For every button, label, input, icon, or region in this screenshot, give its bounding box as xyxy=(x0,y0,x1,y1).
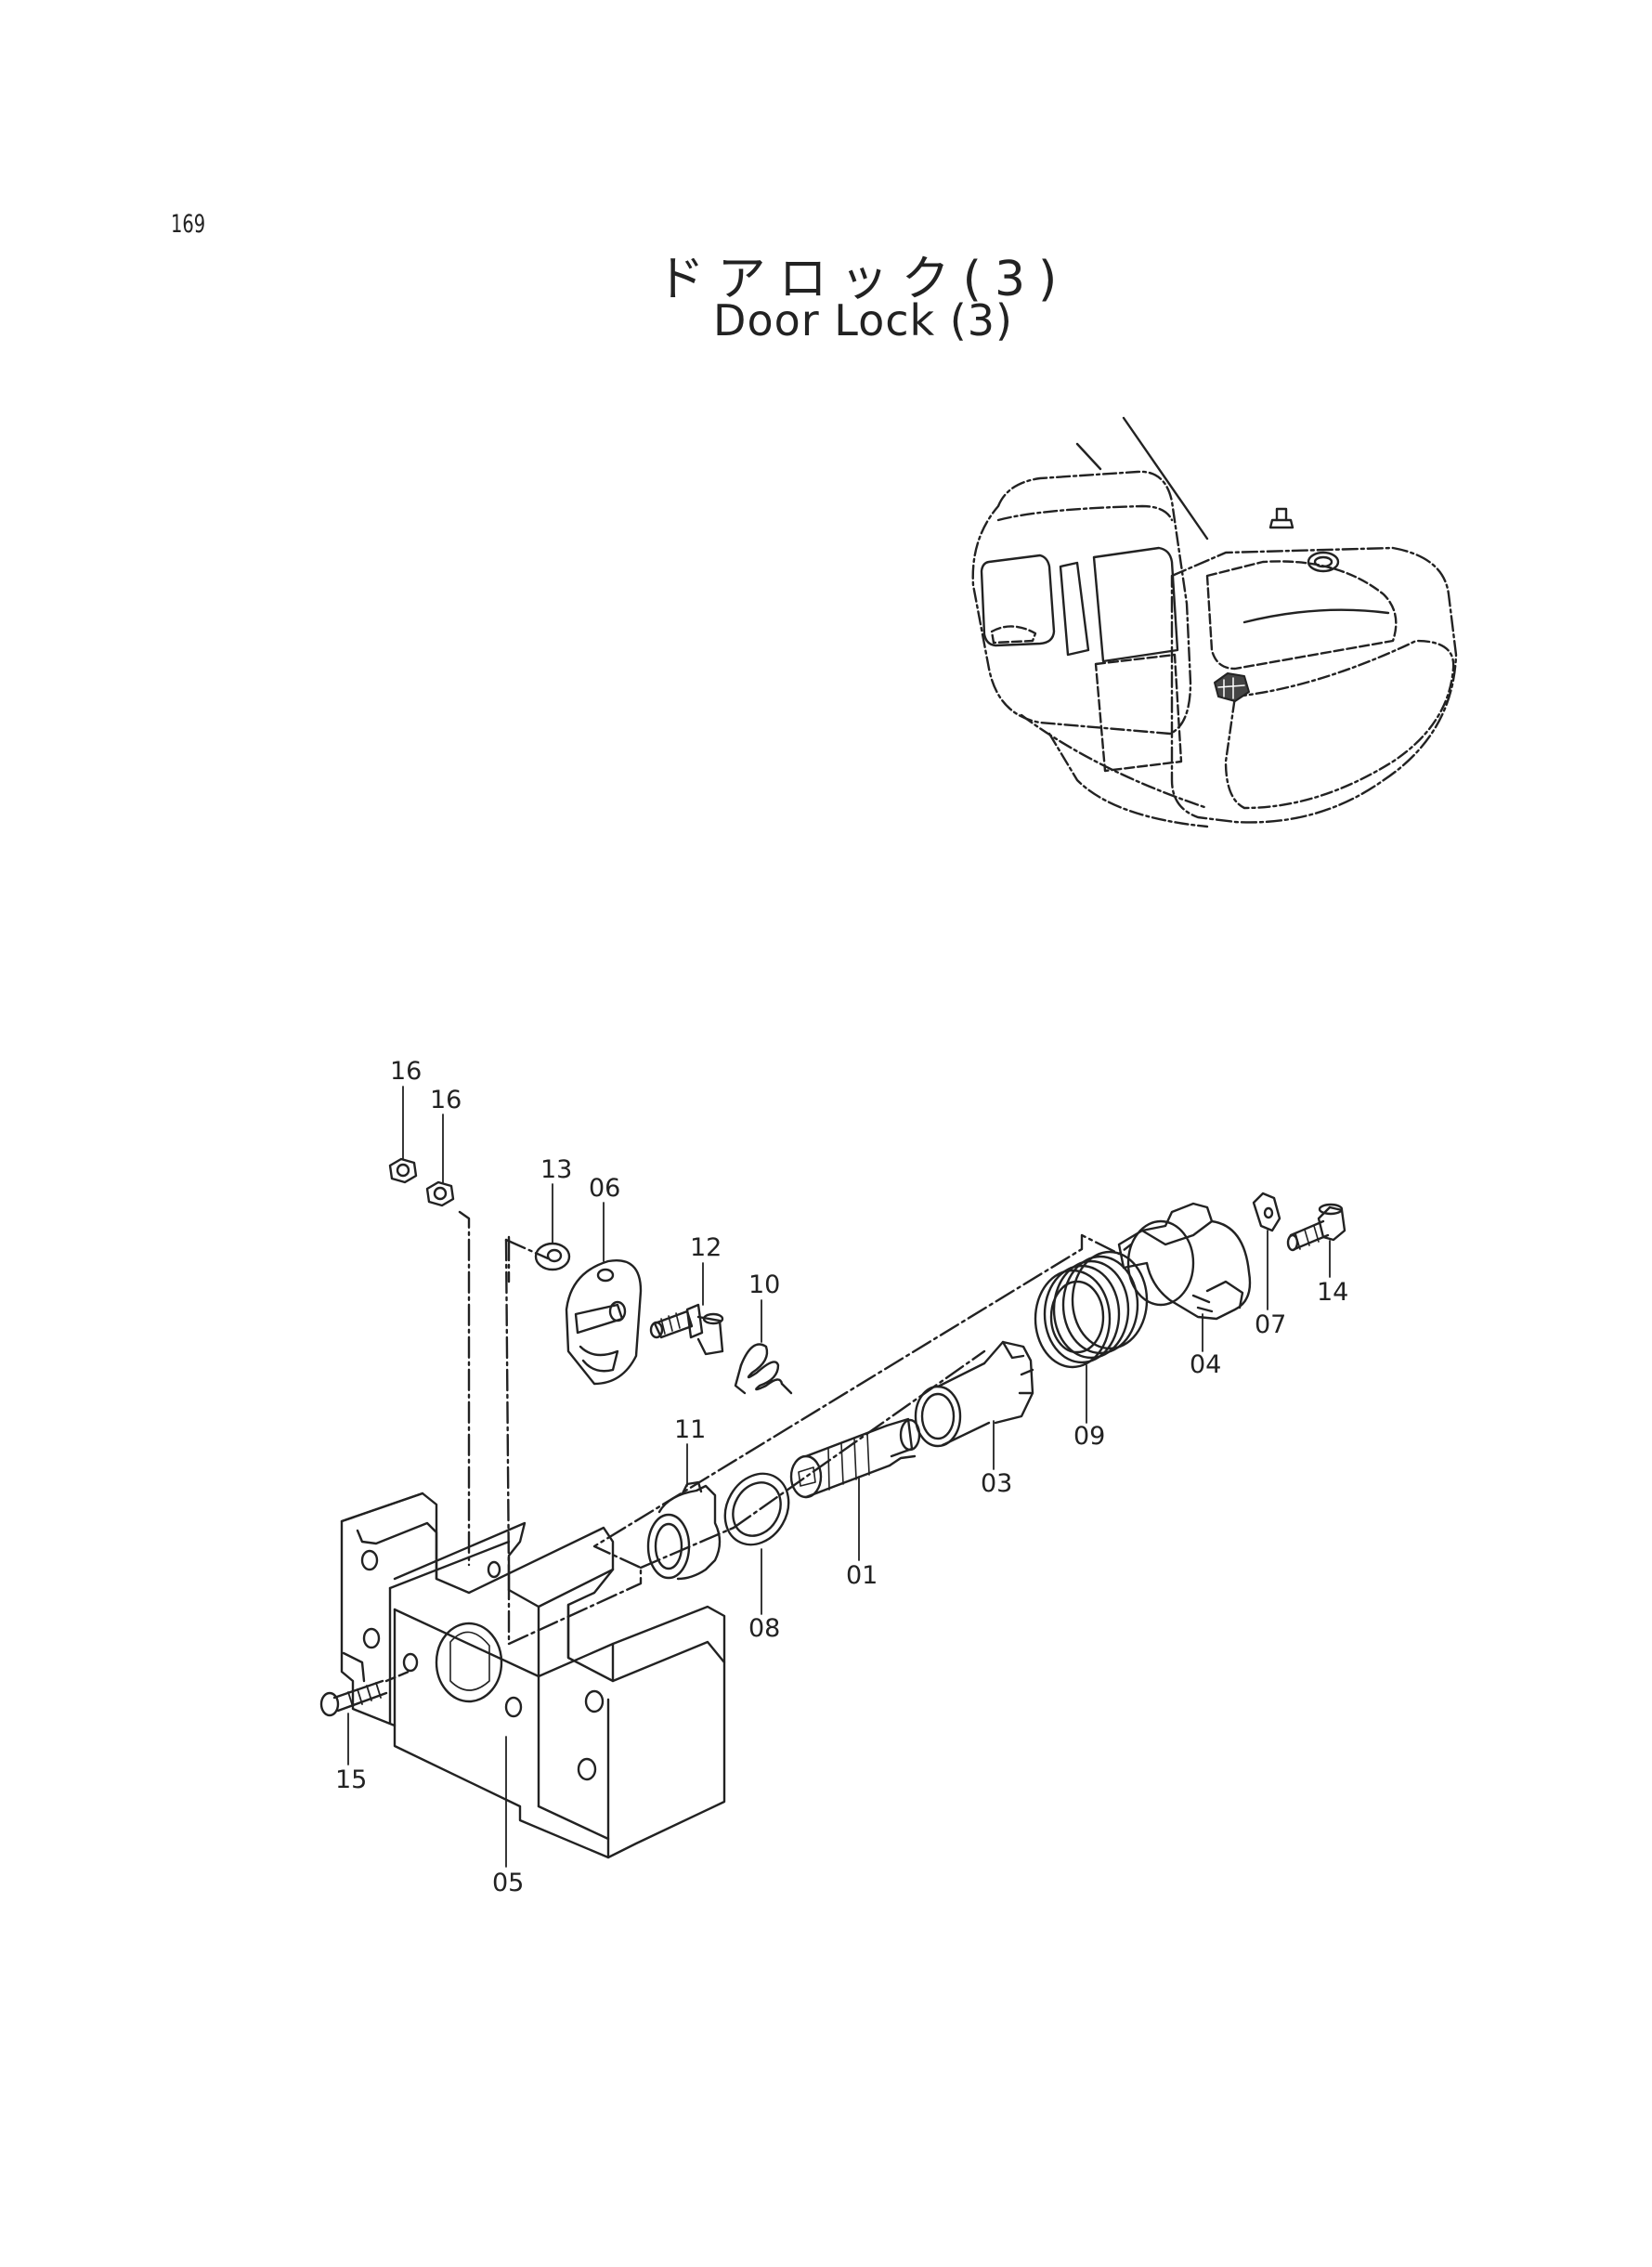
part-07-tab-washer xyxy=(1252,1192,1281,1232)
part-04-housing xyxy=(1117,1202,1252,1321)
boom-line xyxy=(1075,416,1209,541)
excavator-locator-view xyxy=(971,416,1458,828)
callout-06: 06 xyxy=(589,1174,620,1203)
part-15-screw xyxy=(319,1670,410,1717)
part-09-coil-spring xyxy=(1034,1250,1149,1369)
fuel-cap xyxy=(1275,507,1288,522)
part-10-spring xyxy=(734,1343,793,1395)
cab-side-window xyxy=(1059,561,1090,657)
callout-09: 09 xyxy=(1073,1422,1105,1451)
cab-roof-edge xyxy=(996,504,1174,522)
leader-lines xyxy=(347,1086,1331,1868)
diagram-title-english: Door Lock (3) xyxy=(713,295,1013,345)
diagram-title-japanese: ドアロック(3) xyxy=(656,252,1071,307)
part-11-collar xyxy=(646,1480,722,1581)
cab-front-window xyxy=(1092,546,1179,663)
exploded-parts-view: 16 16 13 06 12 10 11 08 01 03 09 04 07 1… xyxy=(319,1057,1348,1897)
side-door-panel xyxy=(1094,653,1183,773)
cab-door-handle xyxy=(990,625,1037,645)
part-16-nut-right xyxy=(425,1180,455,1207)
counterweight xyxy=(1224,639,1455,810)
part-14-bolt xyxy=(1286,1203,1346,1252)
callout-13: 13 xyxy=(540,1155,572,1184)
part-12-pin xyxy=(649,1303,724,1356)
filler-ring xyxy=(1307,551,1340,573)
cab-outline xyxy=(971,470,1192,736)
callout-15: 15 xyxy=(335,1765,367,1794)
cab-door-window xyxy=(980,554,1056,647)
callout-01: 01 xyxy=(846,1561,878,1590)
part-13-washer xyxy=(534,1242,571,1271)
callout-04: 04 xyxy=(1190,1350,1221,1379)
part-01-cylinder xyxy=(789,1417,921,1499)
bracket-lock-hole xyxy=(435,1622,503,1703)
hood-panel xyxy=(1242,608,1390,624)
lower-frame-2 xyxy=(1047,732,1209,828)
part-06-cam-plate xyxy=(565,1259,643,1386)
engine-hood xyxy=(1205,560,1398,671)
callout-05: 05 xyxy=(492,1869,524,1897)
page-number: 169 xyxy=(171,210,206,239)
callout-08: 08 xyxy=(748,1614,780,1643)
filler-ring-inner xyxy=(1313,555,1333,568)
part-08-ring xyxy=(723,1472,790,1546)
part-16-nut-left xyxy=(388,1157,418,1184)
callout-03: 03 xyxy=(981,1469,1012,1498)
part-05-bracket xyxy=(340,1492,726,1859)
callout-12: 12 xyxy=(690,1233,722,1262)
part-03-sleeve xyxy=(914,1340,1034,1448)
callout-11: 11 xyxy=(674,1415,706,1444)
fuel-cap-base xyxy=(1268,518,1294,529)
callout-16-left: 16 xyxy=(390,1057,422,1086)
callout-07: 07 xyxy=(1255,1310,1286,1339)
body-outline xyxy=(1170,546,1458,824)
callout-10: 10 xyxy=(748,1270,780,1299)
callout-16-right: 16 xyxy=(430,1086,462,1114)
callout-14: 14 xyxy=(1317,1278,1348,1307)
lower-frame xyxy=(1020,713,1209,810)
